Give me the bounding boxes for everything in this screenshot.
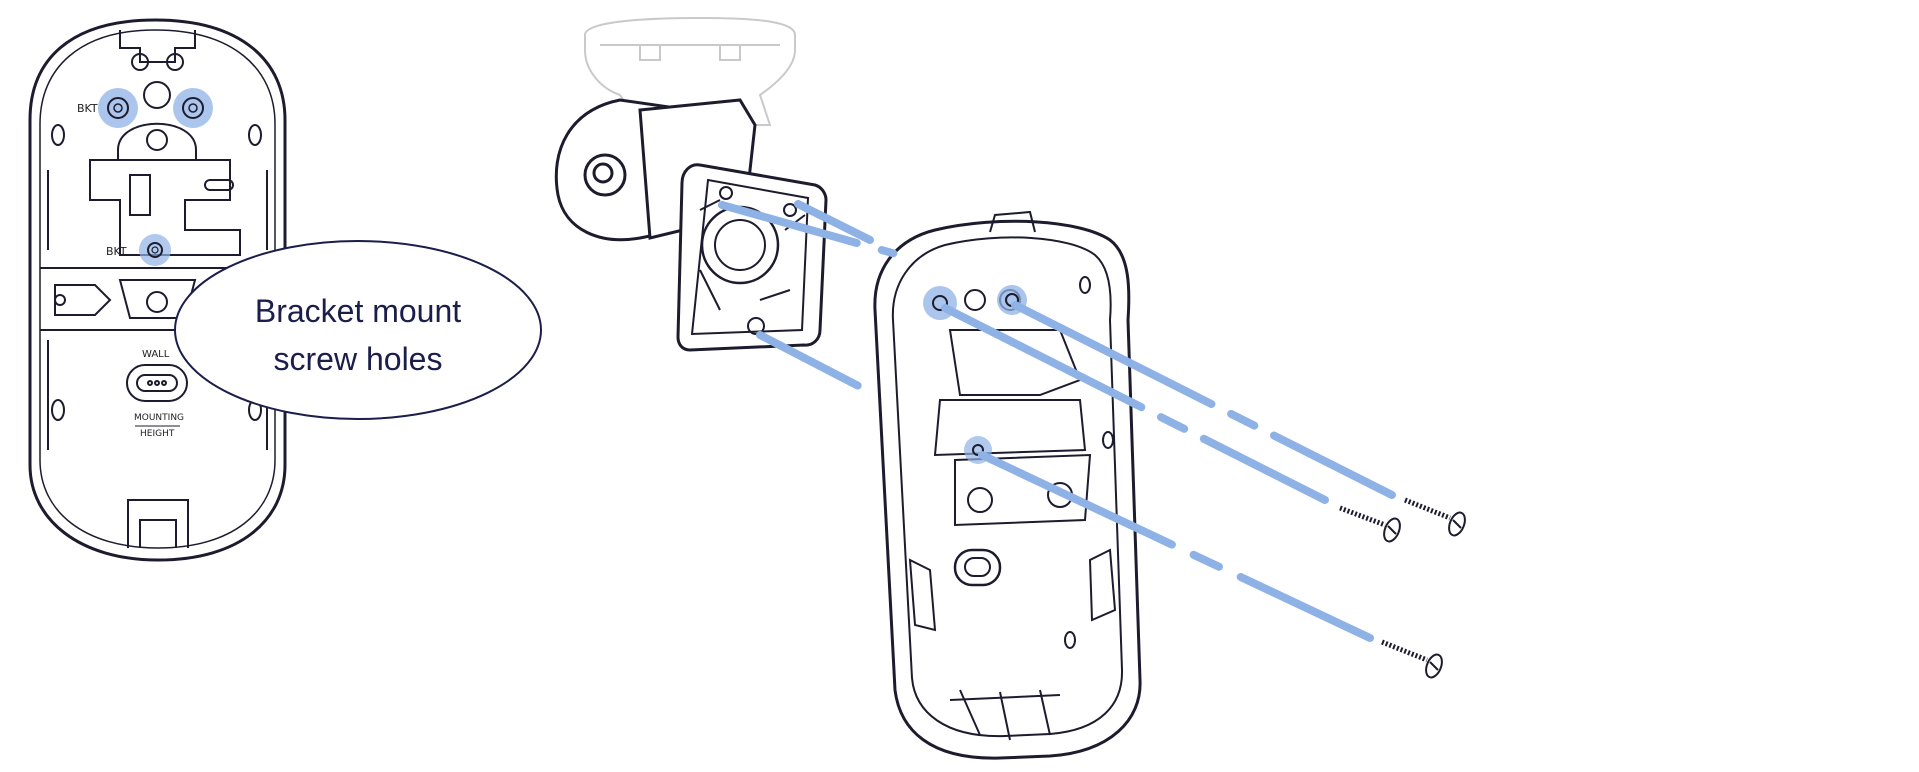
screw-3 xyxy=(1381,639,1443,679)
screw-2 xyxy=(1404,497,1466,537)
alignment-lines xyxy=(718,200,1396,642)
bracket-ghost-top xyxy=(584,16,796,126)
bkt-label-top: BKT xyxy=(77,102,98,115)
base-plate-exploded xyxy=(873,210,1142,760)
callout-line-2: screw holes xyxy=(274,341,443,377)
screw-1 xyxy=(1339,505,1401,543)
callout-line-1: Bracket mount xyxy=(255,293,461,329)
mounting-label: MOUNTING xyxy=(134,413,184,423)
exploded-screw-holes-highlight xyxy=(923,285,1027,464)
height-label: HEIGHT xyxy=(140,429,175,439)
bracket-screw-holes-highlight xyxy=(98,88,213,266)
callout-bubble: Bracket mount screw holes xyxy=(174,240,542,420)
wall-label: WALL xyxy=(142,349,170,360)
bkt-label-middle: BKT xyxy=(106,245,127,258)
